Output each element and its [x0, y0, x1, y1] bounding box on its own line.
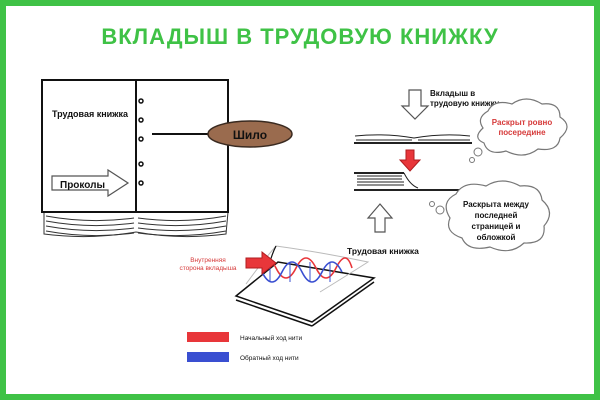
book-side-stack	[354, 172, 464, 191]
legend-swatch-back	[187, 352, 229, 362]
page-title: ВКЛАДЫШ В ТРУДОВУЮ КНИЖКУ	[101, 24, 499, 49]
inner-label-line1: Внутренняя	[190, 257, 226, 264]
book-right-page	[135, 79, 229, 213]
awl-label: Шило	[233, 128, 267, 142]
legend: Начальный ход нити Обратный ход нити	[187, 332, 302, 362]
book-label: Трудовая книжка	[52, 109, 129, 119]
stitch-diagram: Внутренняя сторона вкладыша	[179, 245, 376, 327]
cloud-bottom: Раскрыта между последней страницей и обл…	[429, 180, 551, 252]
legend-label-back: Обратный ход нити	[240, 354, 299, 362]
insert-open	[354, 134, 472, 144]
legend-swatch-forward	[187, 332, 229, 342]
book-left-page	[41, 79, 137, 213]
page-stack-right	[135, 211, 229, 238]
inner-label-line2: сторона вкладыша	[179, 265, 236, 272]
spine-holes	[138, 98, 144, 186]
thread-back	[261, 261, 343, 283]
awl-handle-icon	[207, 120, 293, 148]
cloud-top: Раскрыт ровно посередине	[469, 98, 568, 163]
insert-down-arrow-icon	[400, 89, 430, 120]
book-up-arrow-icon	[366, 203, 394, 233]
cloud-top-line1: Раскрыт ровно	[492, 118, 553, 127]
cloud-bottom-line1: Раскрыта между	[463, 200, 530, 209]
page-stack-left	[43, 212, 137, 238]
legend-label-forward: Начальный ход нити	[240, 334, 302, 342]
insert-book-label: Трудовая книжка	[347, 246, 419, 256]
red-down-arrow-icon	[398, 149, 422, 172]
cloud-bottom-line3: страницей и	[472, 222, 521, 231]
holes-label: Проколы	[60, 180, 105, 191]
cloud-bottom-line2: последней	[475, 211, 518, 220]
cloud-bottom-line4: обложкой	[477, 233, 516, 242]
insert-side-view: Вкладыш в трудовую книжку Трудовая книжк…	[347, 89, 568, 256]
insert-label-line2: трудовую книжку	[430, 99, 500, 108]
inner-side-arrow-icon	[245, 250, 277, 276]
insert-label-line1: Вкладыш в	[430, 89, 475, 98]
open-book: Трудовая книжка Проколы Шило	[41, 79, 293, 238]
holes-arrow-icon	[51, 168, 130, 198]
cloud-top-line2: посередине	[498, 128, 546, 137]
